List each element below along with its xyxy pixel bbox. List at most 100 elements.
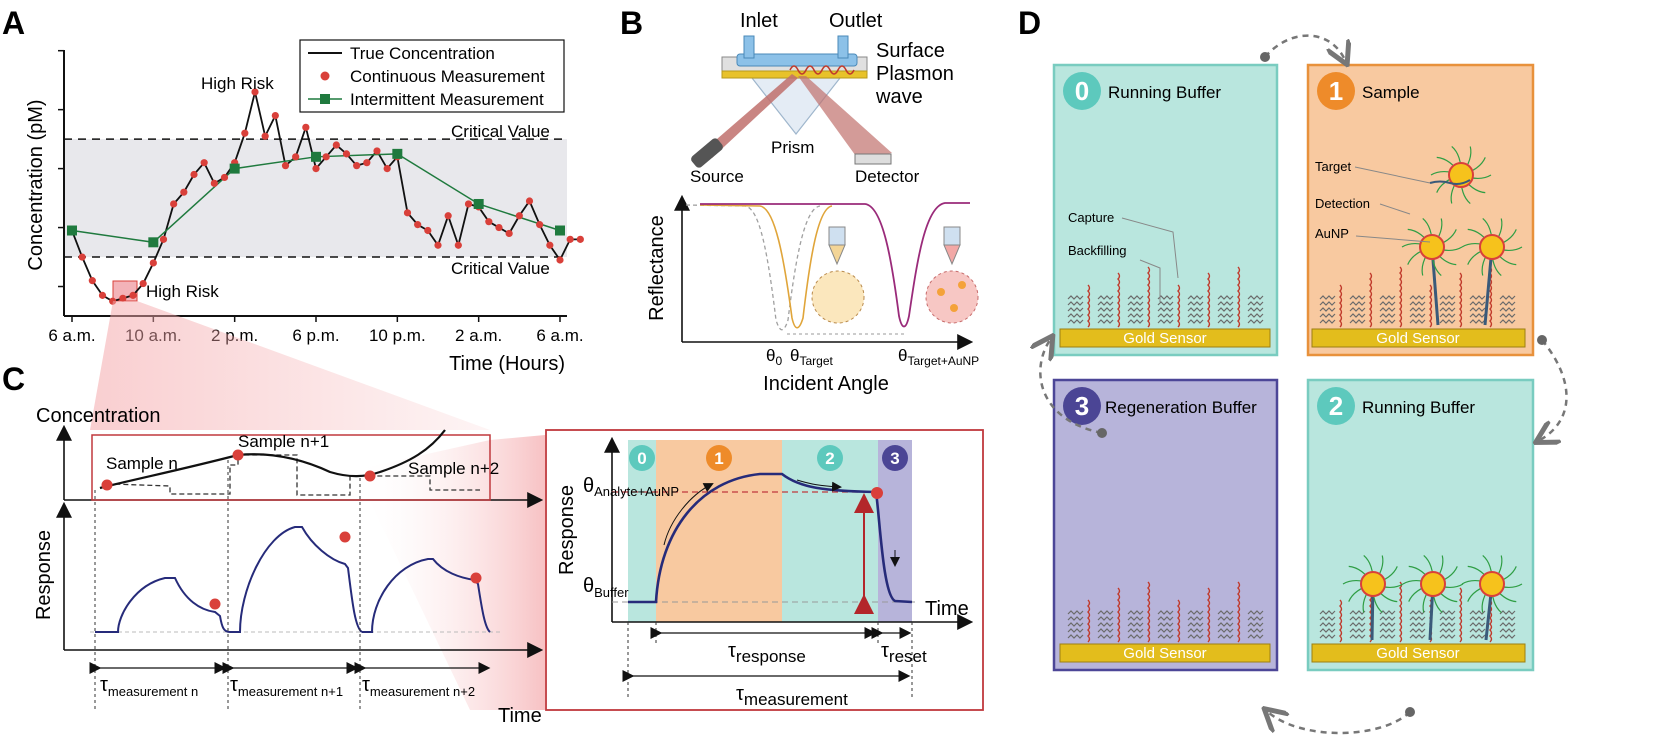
backfill-molecule (1439, 628, 1456, 633)
backfill-molecule (1319, 610, 1336, 615)
aunp-particle (1420, 571, 1446, 597)
light-source (691, 138, 723, 168)
continuous-point (78, 253, 86, 261)
backfill-molecule (1097, 628, 1114, 633)
backfill-molecule (1127, 616, 1144, 621)
spr-setup: Inlet Outlet Surface Plasmon wave Prism … (690, 10, 954, 186)
backfill-molecule (1247, 319, 1264, 324)
c-response-n2 (362, 558, 491, 633)
backfill-molecule (1319, 301, 1336, 306)
inset-readout-dot (871, 487, 883, 499)
cycle-dot-1-2 (1537, 335, 1547, 345)
backfill-molecule (1409, 610, 1426, 615)
backfill-molecule (1349, 622, 1366, 627)
backfill-molecule (1247, 622, 1264, 627)
backfill-molecule (1097, 622, 1114, 627)
capture-strand (1429, 284, 1433, 328)
outlet-port (837, 35, 849, 59)
sensor-surfaces (1067, 266, 1516, 643)
c-resp-dot-n2 (470, 572, 482, 584)
backfill-molecule (1499, 295, 1516, 300)
d-target-label: Target (1315, 159, 1352, 174)
backfill-molecule (1097, 616, 1114, 621)
continuous-point (149, 259, 157, 267)
capture-strand (1399, 266, 1403, 328)
d-backfilling-leader (1139, 259, 1161, 302)
backfill-molecule (1319, 313, 1336, 318)
capture-strand (1459, 587, 1463, 643)
backfill-molecule (1067, 301, 1084, 306)
backfill-molecule (1379, 610, 1396, 615)
backfill-molecule (1247, 628, 1264, 633)
spw-label-3: wave (875, 86, 923, 108)
d-num-2: 2 (1329, 391, 1343, 421)
panel-a-chart: 6 a.m.10 a.m.2 p.m.6 p.m.10 p.m.2 a.m.6 … (25, 39, 584, 375)
panel-a-label: A (2, 5, 25, 41)
backfill-molecule (1379, 295, 1396, 300)
backfill-molecule (1157, 319, 1174, 324)
backfill-molecule (1187, 616, 1204, 621)
backfill-molecule (1097, 610, 1114, 615)
high-risk-label-bottom: High Risk (146, 282, 219, 301)
backfill-molecule (1319, 295, 1336, 300)
backfill-molecule (1127, 313, 1144, 318)
gold-sensor-label-2: Gold Sensor (1376, 645, 1459, 662)
backfill-molecule (1469, 307, 1486, 312)
x-tick-label: 6 a.m. (536, 326, 583, 345)
backfill-molecule (1187, 307, 1204, 312)
legend-box (299, 39, 565, 113)
backfill-molecule (1097, 319, 1114, 324)
backfill-molecule (1439, 295, 1456, 300)
backfill-molecule (1409, 616, 1426, 621)
backfill-molecule (1349, 301, 1366, 306)
intermittent-point (392, 148, 403, 159)
capture-strand (1339, 284, 1343, 328)
aunp-particle (1419, 234, 1445, 260)
backfill-molecule (1499, 610, 1516, 615)
inset-theta-buffer: θBuffer (583, 575, 629, 600)
backfill-molecule (1247, 295, 1264, 300)
continuous-point (505, 229, 513, 238)
backfill-molecule (1469, 313, 1486, 318)
gold-sensor-2 (1311, 643, 1526, 663)
c-response-n1 (230, 526, 363, 633)
capture-strand (1489, 266, 1493, 328)
capture-strand (1147, 581, 1151, 643)
backfill-molecule (1499, 313, 1516, 318)
theta0-label: θ0 (766, 346, 782, 368)
backfill-molecule (1187, 295, 1204, 300)
y-ticks (58, 49, 64, 288)
continuous-point (454, 241, 462, 249)
backfill-molecule (1409, 622, 1426, 627)
plasmon-wave (789, 65, 855, 75)
backfill-molecule (1157, 301, 1174, 306)
backfill-molecule (1157, 610, 1174, 615)
backfill-molecule (1379, 307, 1396, 312)
inset-response-curve (628, 472, 913, 604)
capture-strand (1117, 272, 1121, 328)
d-title-0: Running Buffer (1108, 83, 1221, 102)
capture-strand (1369, 272, 1373, 328)
inlet-port (743, 35, 755, 59)
inset-num-3: 3 (890, 449, 899, 468)
d-num-1-bg (1317, 72, 1355, 110)
c-resp-dot-n1 (339, 531, 351, 543)
continuous-point (332, 141, 340, 149)
backfill-molecule (1097, 301, 1114, 306)
legend: True Concentration Continuous Measuremen… (299, 39, 565, 113)
tube-target-tip (828, 244, 846, 266)
panel-d: 0 1 3 2 Running Buffer Sample Regenerati… (1040, 34, 1568, 735)
backfill-molecule (1127, 622, 1144, 627)
c-true-concentration (99, 429, 446, 490)
c-tau-3: τmeasurement n+2 (362, 674, 475, 699)
inset-num-1-bg (706, 445, 732, 471)
backfill-molecule (1247, 301, 1264, 306)
gold-sensor-1 (1311, 328, 1526, 348)
target-strand (1429, 179, 1471, 185)
backfill-molecule (1067, 634, 1084, 639)
backfill-molecule (1379, 319, 1396, 324)
critical-label-lower: Critical Value (451, 259, 550, 278)
d-target-leader (1354, 166, 1431, 184)
backfill-molecule (1127, 634, 1144, 639)
box-sample-1 (1306, 63, 1535, 357)
